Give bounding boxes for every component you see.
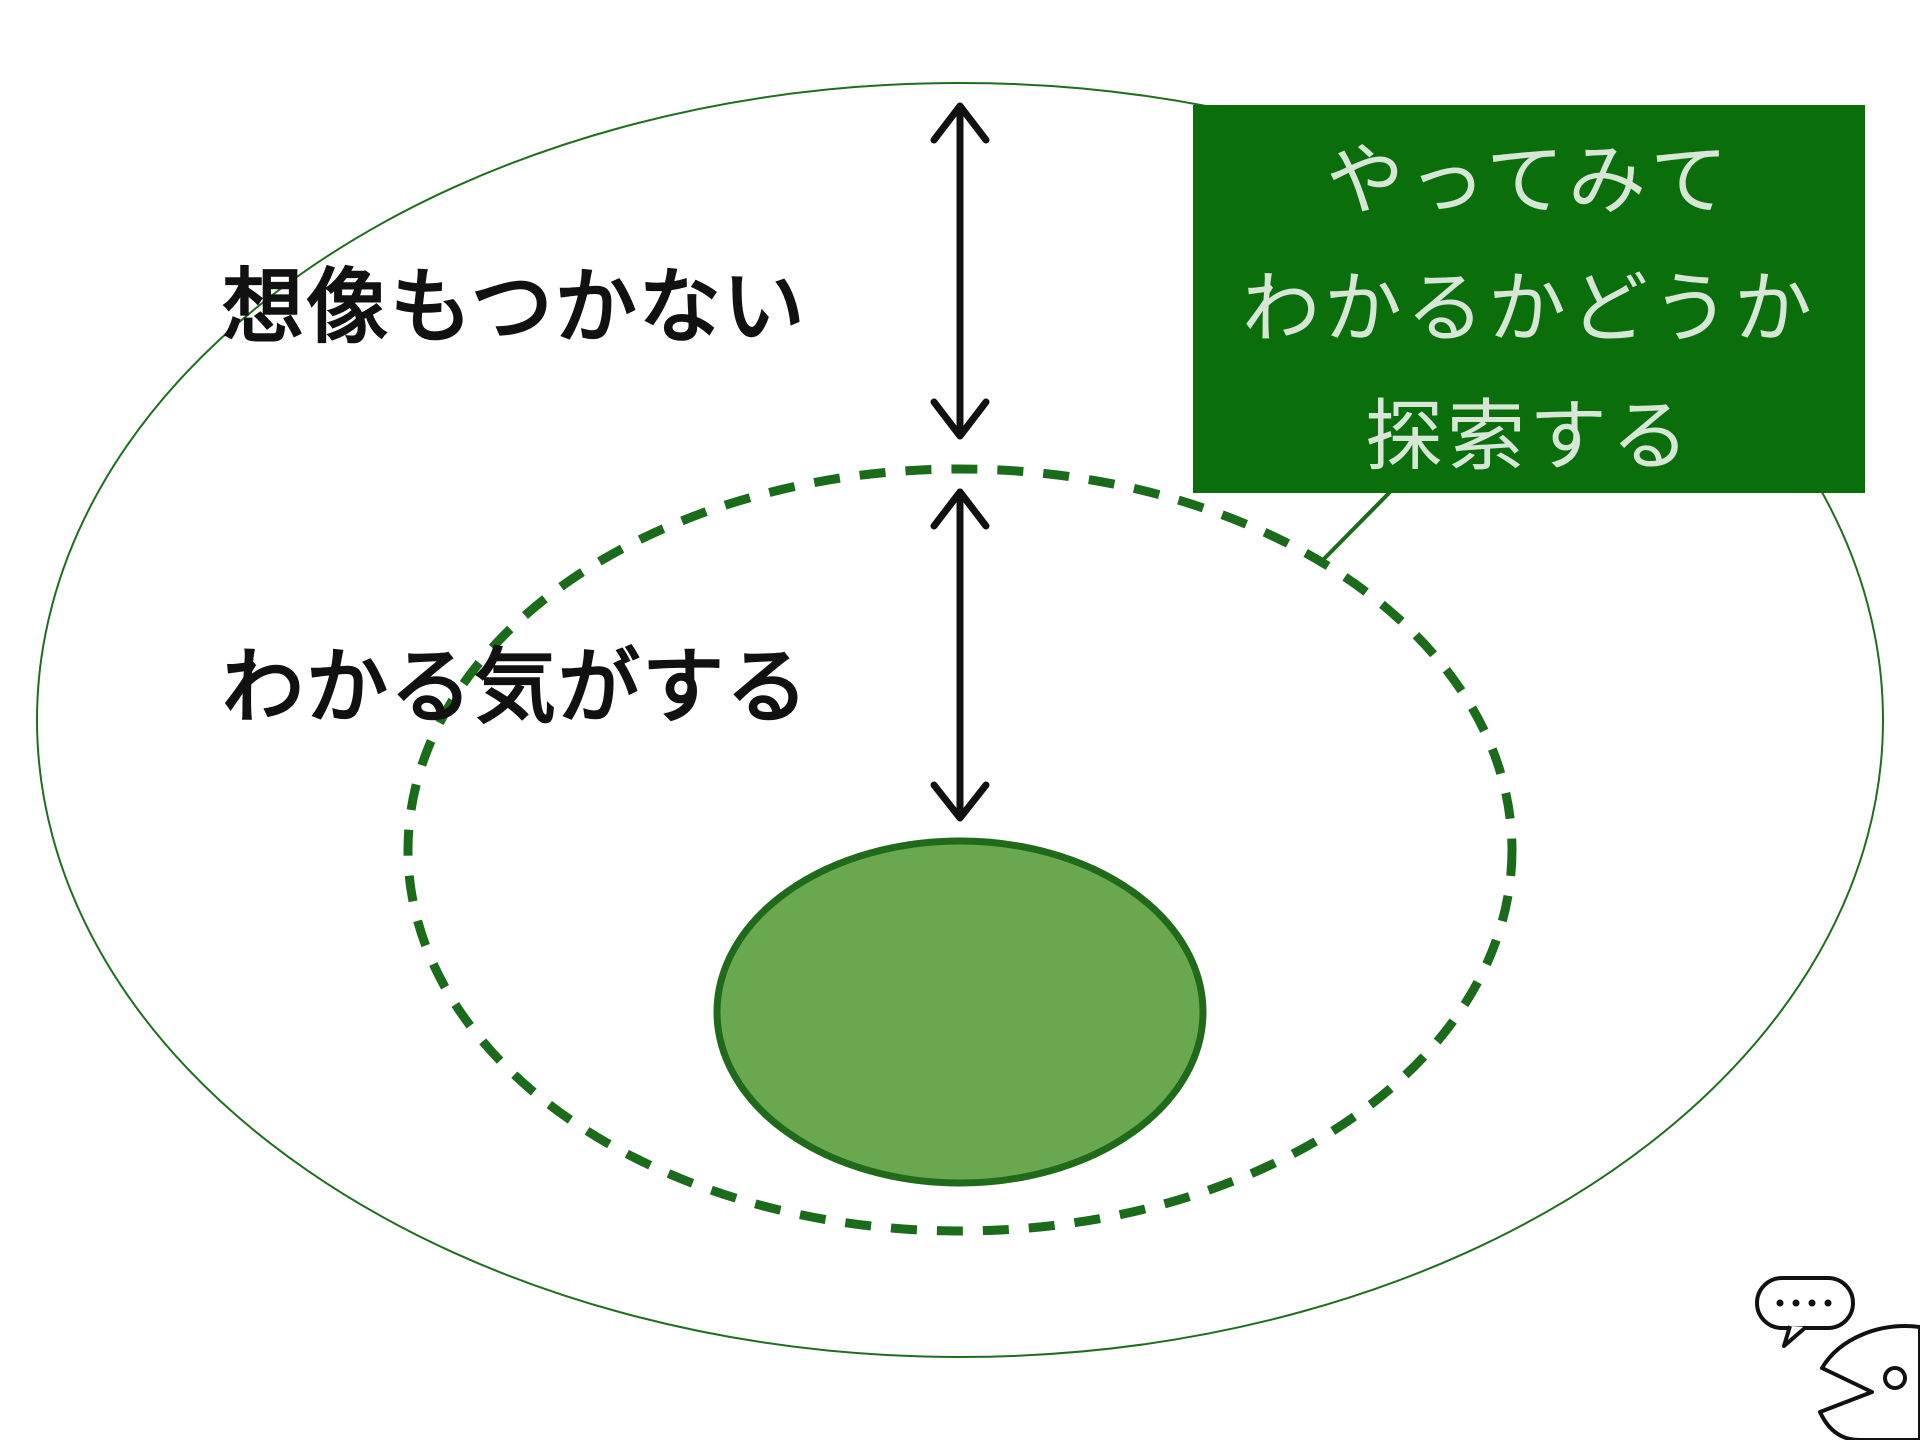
callout-line-3: 探索する — [1364, 392, 1693, 482]
lower-double-arrow — [930, 488, 990, 822]
core-known-ellipse — [713, 837, 1207, 1187]
explore-callout-box: やってみて わかるかどうか 探索する — [1193, 105, 1865, 493]
middle-region-dashed-ellipse — [403, 464, 1517, 1236]
speech-bubble-icon — [1755, 1276, 1855, 1348]
callout-connector — [1316, 490, 1392, 567]
outer-region-label: 想像もつかない — [222, 260, 807, 355]
callout-line-2: わかるかどうか — [1241, 264, 1816, 354]
callout-line-1: やってみて — [1325, 136, 1733, 226]
upper-double-arrow — [930, 102, 990, 440]
outer-region-ellipse — [36, 82, 1884, 1358]
pacman-face-icon — [1818, 1324, 1920, 1440]
middle-region-label: わかる気がする — [222, 640, 811, 735]
